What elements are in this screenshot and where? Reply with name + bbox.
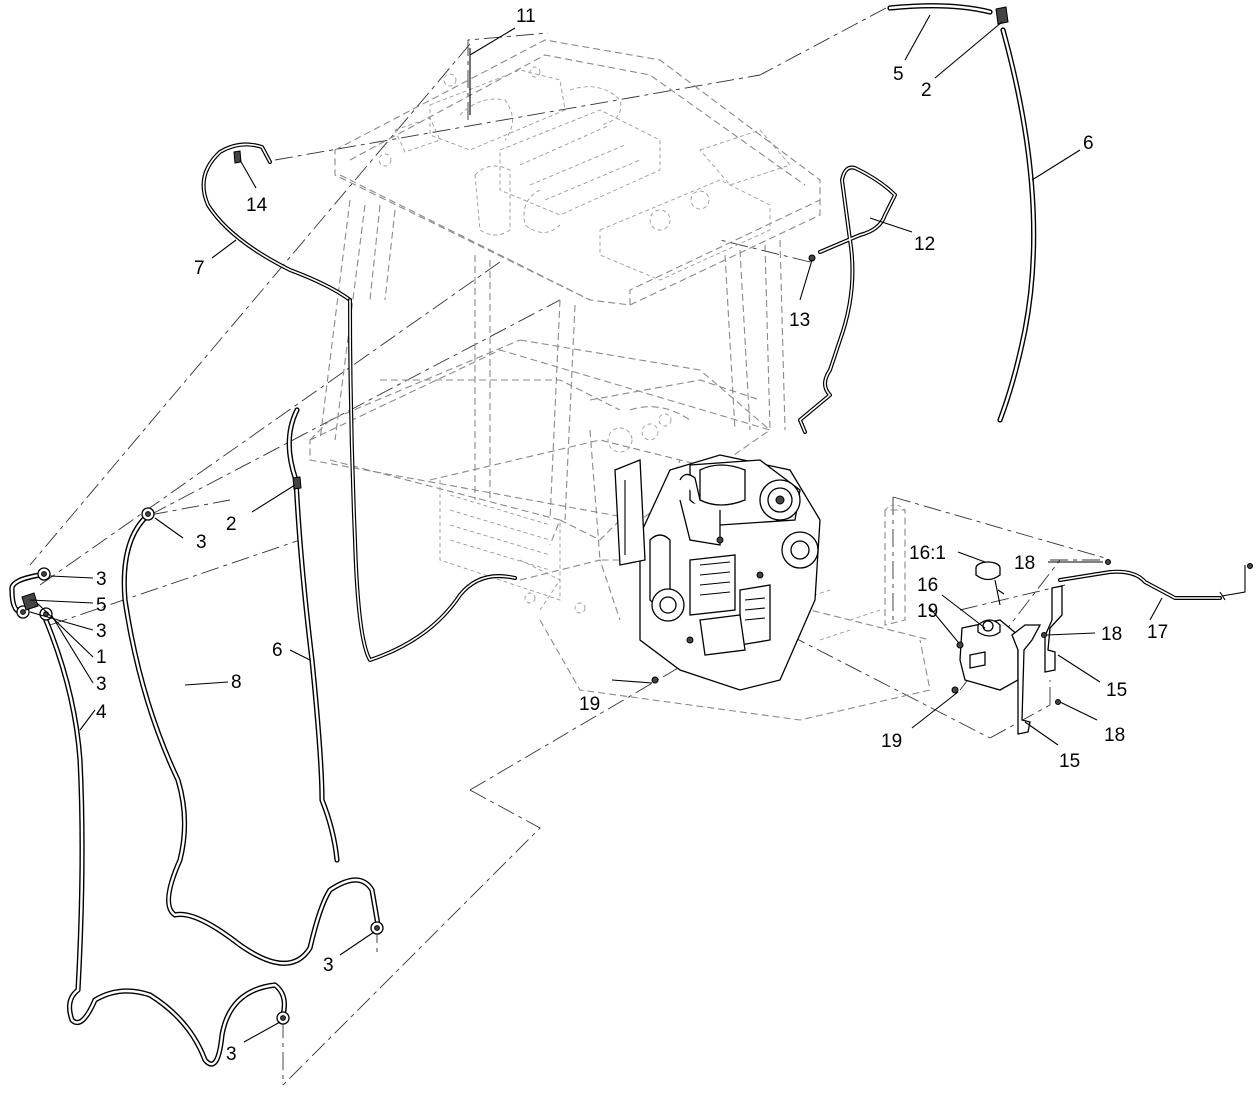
callout-14: 14 xyxy=(246,195,268,216)
phantom-lines xyxy=(29,7,1106,1086)
callout-3: 3 xyxy=(96,569,107,590)
ghosted-cab-frame xyxy=(309,39,931,721)
engine-assembly xyxy=(614,454,821,691)
callout-18: 18 xyxy=(1101,624,1122,645)
callout-19: 19 xyxy=(579,694,600,715)
callout-17: 17 xyxy=(1147,622,1168,643)
callout-4: 4 xyxy=(96,702,107,723)
callout-7: 7 xyxy=(194,258,205,279)
callout-19: 19 xyxy=(917,601,938,622)
callout-19: 19 xyxy=(881,731,902,752)
callout-8: 8 xyxy=(231,672,242,693)
callout-3: 3 xyxy=(96,674,107,695)
callout-6: 6 xyxy=(272,640,283,661)
leader-lines xyxy=(29,14,1163,1043)
callout-labels: 11 5 2 6 14 7 12 13 2 3 3 5 3 1 3 4 8 6 … xyxy=(96,6,1168,1065)
callout-15: 15 xyxy=(1059,751,1080,772)
callout-1: 1 xyxy=(96,647,107,668)
callout-18: 18 xyxy=(1104,725,1125,746)
hoses xyxy=(9,3,1246,1067)
callout-11: 11 xyxy=(516,6,536,27)
callout-16: 16 xyxy=(917,575,938,596)
callout-3: 3 xyxy=(226,1044,237,1065)
callout-2: 2 xyxy=(226,514,237,535)
callout-5: 5 xyxy=(893,64,904,85)
callout-3: 3 xyxy=(196,532,207,553)
callout-3: 3 xyxy=(96,621,107,642)
callout-13: 13 xyxy=(789,310,810,331)
callout-6: 6 xyxy=(1083,133,1094,154)
callout-15: 15 xyxy=(1106,680,1127,701)
callout-16-1: 16:1 xyxy=(909,543,946,564)
small-parts xyxy=(16,6,1253,1025)
callout-3: 3 xyxy=(323,955,334,976)
callout-2: 2 xyxy=(921,80,932,101)
callout-12: 12 xyxy=(914,234,935,255)
callout-18: 18 xyxy=(1014,553,1035,574)
callout-5: 5 xyxy=(96,595,107,616)
